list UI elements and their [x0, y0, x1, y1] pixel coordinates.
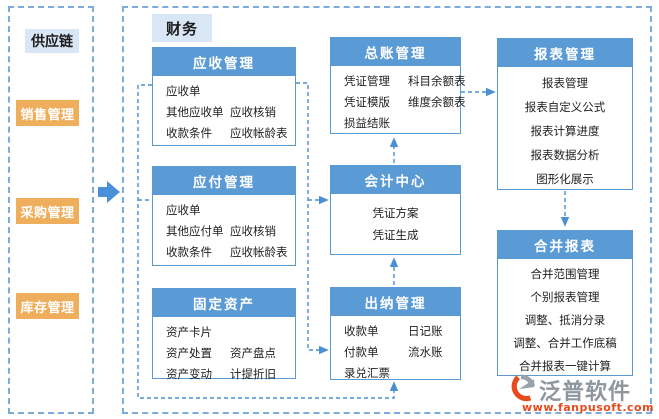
feature-label: 凭证管理: [344, 74, 390, 88]
feature-label: 应收帐龄表: [230, 126, 288, 140]
feature-label: 科目余额表: [408, 74, 466, 88]
module-items-payables: 应收单 其他应付单应收核销 收款条件 应收帐龄表: [153, 195, 295, 263]
feature-label: 报表自定义公式: [524, 100, 606, 114]
module-title-cashier: 出纳管理: [331, 288, 460, 316]
module-box-reports: 报表管理 报表管理 报表自定义公式 报表计算进度 报表数据分析 图形化展示: [497, 38, 633, 190]
module-items-cashier: 收款单 日记账 付款单 流水账 录兑汇票: [331, 316, 460, 384]
feature-label: 应收核销: [230, 105, 276, 119]
fanpu-logo: 泛普软件 www.fanpusoft.com: [500, 372, 656, 416]
rail-right-to-cashier-line: [296, 82, 329, 355]
feature-label: 资产处置: [166, 346, 212, 360]
feature-label: 应收单: [166, 84, 201, 98]
feature-label: 报表计算进度: [530, 124, 600, 138]
feature-label: 资产卡片: [166, 325, 212, 339]
feature-label: 应收核销: [230, 224, 276, 238]
module-box-fixed-assets: 固定资产 资产卡片 资产处置 资产盘点 资产变动 计提折旧: [152, 288, 296, 381]
feature-label: 维度余额表: [408, 95, 466, 109]
module-items-general-ledger: 凭证管理 科目余额表 凭证模版 维度余额表 损益结账: [331, 66, 466, 134]
module-items-fixed-assets: 资产卡片 资产处置 资产盘点 资产变动 计提折旧: [153, 317, 295, 385]
module-items-accounting-center: 凭证方案 凭证生成: [331, 194, 460, 246]
feature-label: 收款条件: [166, 126, 212, 140]
module-box-consolidated: 合并报表 合并范围管理 个别报表管理 调整、抵消分录 调整、合并工作底稿 合并报…: [497, 230, 633, 376]
module-title-general-ledger: 总账管理: [331, 38, 460, 66]
feature-label: 其他应收单: [166, 105, 224, 119]
feature-label: 凭证方案: [372, 206, 419, 220]
feature-label: 调整、合并工作底稿: [513, 336, 617, 350]
feature-label: 流水账: [408, 345, 443, 359]
feature-label: 凭证生成: [372, 228, 419, 242]
module-title-consolidated: 合并报表: [498, 231, 632, 259]
fanpu-logo-icon: [511, 374, 535, 402]
finance-title: 财务: [152, 14, 212, 42]
feature-label: 凭证模版: [344, 95, 390, 109]
module-box-payables: 应付管理 应收单 其他应付单应收核销 收款条件 应收帐龄表: [152, 166, 296, 266]
module-title-payables: 应付管理: [153, 167, 295, 195]
module-title-accounting-center: 会计中心: [331, 166, 460, 194]
sidebar-item-inventory: 库存管理: [16, 293, 79, 319]
module-items-receivables: 应收单 其他应收单应收核销 收款条件 应收帐龄表: [153, 76, 295, 144]
feature-label: 调整、抵消分录: [524, 313, 606, 327]
module-items-consolidated: 合并范围管理 个别报表管理 调整、抵消分录 调整、合并工作底稿 合并报表一键计算: [498, 259, 632, 378]
feature-label: 付款单: [344, 345, 379, 359]
module-box-receivables: 应收管理 应收单 其他应收单应收核销 收款条件 应收帐龄表: [152, 47, 296, 146]
feature-label: 图形化展示: [536, 172, 594, 186]
module-title-fixed-assets: 固定资产: [153, 289, 295, 317]
feature-label: 合并范围管理: [530, 267, 600, 281]
feature-label: 报表数据分析: [530, 148, 600, 162]
feature-label: 其他应付单: [166, 224, 224, 238]
feature-label: 应收帐龄表: [230, 245, 288, 259]
feature-label: 计提折旧: [230, 367, 276, 381]
feature-label: 个别报表管理: [530, 290, 600, 304]
rail-left-to-cashier-line: [137, 84, 399, 399]
feature-label: 资产盘点: [230, 346, 276, 360]
module-title-receivables: 应收管理: [153, 48, 295, 76]
sidebar-item-sales: 销售管理: [16, 100, 79, 126]
supply-chain-panel: [8, 6, 94, 414]
feature-label: 损益结账: [344, 116, 390, 130]
module-box-accounting-center: 会计中心 凭证方案 凭证生成: [330, 165, 461, 255]
fanpu-logo-url: www.fanpusoft.com: [522, 401, 655, 414]
fanpu-logo-text: 泛普软件: [539, 380, 632, 405]
module-items-reports: 报表管理 报表自定义公式 报表计算进度 报表数据分析 图形化展示: [498, 67, 632, 191]
feature-label: 录兑汇票: [344, 366, 390, 380]
feature-label: 报表管理: [542, 76, 588, 90]
module-box-cashier: 出纳管理 收款单 日记账 付款单 流水账 录兑汇票: [330, 287, 461, 380]
feature-label: 日记账: [408, 324, 443, 338]
feature-label: 收款单: [344, 324, 379, 338]
feature-label: 资产变动: [166, 367, 212, 381]
feature-label: 合并报表一键计算: [519, 359, 611, 373]
feature-label: 收款条件: [166, 245, 212, 259]
sidebar-item-purchasing: 采购管理: [16, 198, 79, 224]
feature-label: 应收单: [166, 203, 201, 217]
supply-chain-title: 供应链: [25, 29, 79, 53]
finance-panel: [122, 6, 652, 414]
module-title-reports: 报表管理: [498, 39, 632, 67]
module-box-general-ledger: 总账管理 凭证管理 科目余额表 凭证模版 维度余额表 损益结账: [330, 37, 466, 134]
